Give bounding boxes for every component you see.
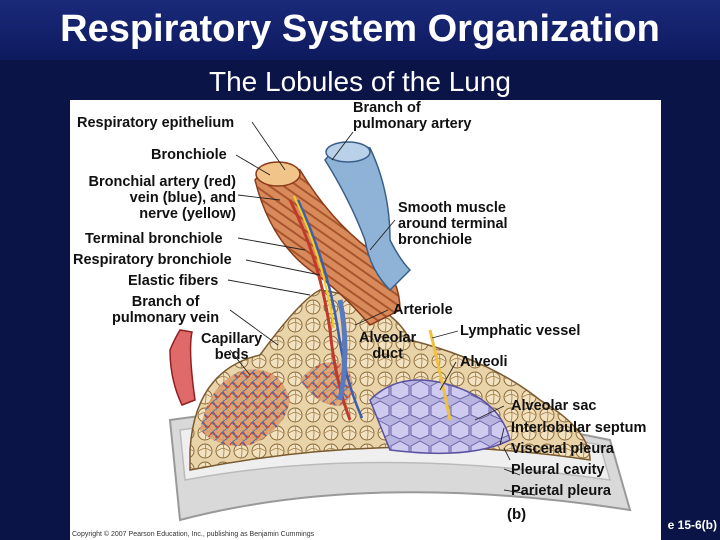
leader-lines [227,121,536,496]
label-smooth-muscle-line3: bronchiole [398,232,473,248]
label-bronchial-artery: Bronchial artery (red) vein (blue), and … [89,174,236,222]
label-bronchial-artery-line3: nerve (yellow) [139,206,236,222]
pulmonary-artery-tube [324,145,412,292]
label-respiratory-bronchiole: Respiratory bronchiole [73,252,232,268]
label-bronchiole: Bronchiole [151,147,227,163]
label-capillary-beds: Capillary beds [201,331,262,363]
bronchiole-tube [254,165,401,326]
label-alveolar-sac: Alveolar sac [511,398,597,414]
label-arteriole: Arteriole [393,302,453,318]
label-alveolar-duct-line2: duct [372,346,403,362]
label-smooth-muscle-line2: around terminal [398,216,508,232]
slide-subtitle: The Lobules of the Lung [208,66,511,97]
label-pleural-cavity: Pleural cavity [511,462,605,478]
bronchial-vein-line [296,199,364,419]
label-alveoli: Alveoli [460,354,508,370]
label-pulmonary-artery: Branch of pulmonary artery [353,100,471,132]
alveolar-sac-shape [369,379,511,455]
pulmonary-artery-lumen [325,141,371,163]
label-visceral-pleura: Visceral pleura [511,441,614,457]
label-capillary-line2: beds [214,347,249,363]
label-respiratory-epithelium: Respiratory epithelium [77,115,235,131]
title-bar [0,0,720,60]
label-alveolar-duct-line1: Alveolar [359,330,417,346]
label-interlobular-septum: Interlobular septum [511,420,647,436]
label-pulmonary-artery-line2: pulmonary artery [353,116,472,132]
label-pulmonary-vein-line1: Branch of [131,294,200,310]
capillary-bed-shape [200,369,290,446]
figure-reference: e 15-6(b) [664,518,720,532]
pulmonary-vein-shape [169,329,196,406]
lung-lobule-figure: Respiratory epithelium Bronchiole Bronch… [70,100,661,540]
label-alveolar-duct: Alveolar duct [359,330,416,362]
label-smooth-muscle-line1: Smooth muscle [398,200,506,216]
label-lymphatic-vessel: Lymphatic vessel [460,323,581,339]
label-terminal-bronchiole: Terminal bronchiole [85,231,223,247]
copyright-notice: Copyright © 2007 Pearson Education, Inc.… [72,531,315,538]
lymphatic-vessel-line [428,329,452,421]
label-smooth-muscle: Smooth muscle around terminal bronchiole [398,200,508,248]
label-parietal-pleura: Parietal pleura [511,483,611,499]
label-bronchial-artery-line2: vein (blue), and [129,190,236,206]
panel-label: (b) [507,506,527,523]
label-pulmonary-vein: Branch of pulmonary vein [112,294,219,326]
lobule-illustration [168,121,632,522]
slide-title: Respiratory System Organization [60,8,660,50]
label-bronchial-artery-line1: Bronchial artery (red) [88,174,236,190]
label-capillary-line1: Capillary [201,331,263,347]
label-pulmonary-vein-line2: pulmonary vein [112,310,220,326]
bronchiole-lumen [255,161,301,187]
label-elastic-fibers: Elastic fibers [128,273,219,289]
arteriole-line [337,299,348,401]
label-pulmonary-artery-line1: Branch of [353,100,421,116]
nerve-line [293,195,335,329]
